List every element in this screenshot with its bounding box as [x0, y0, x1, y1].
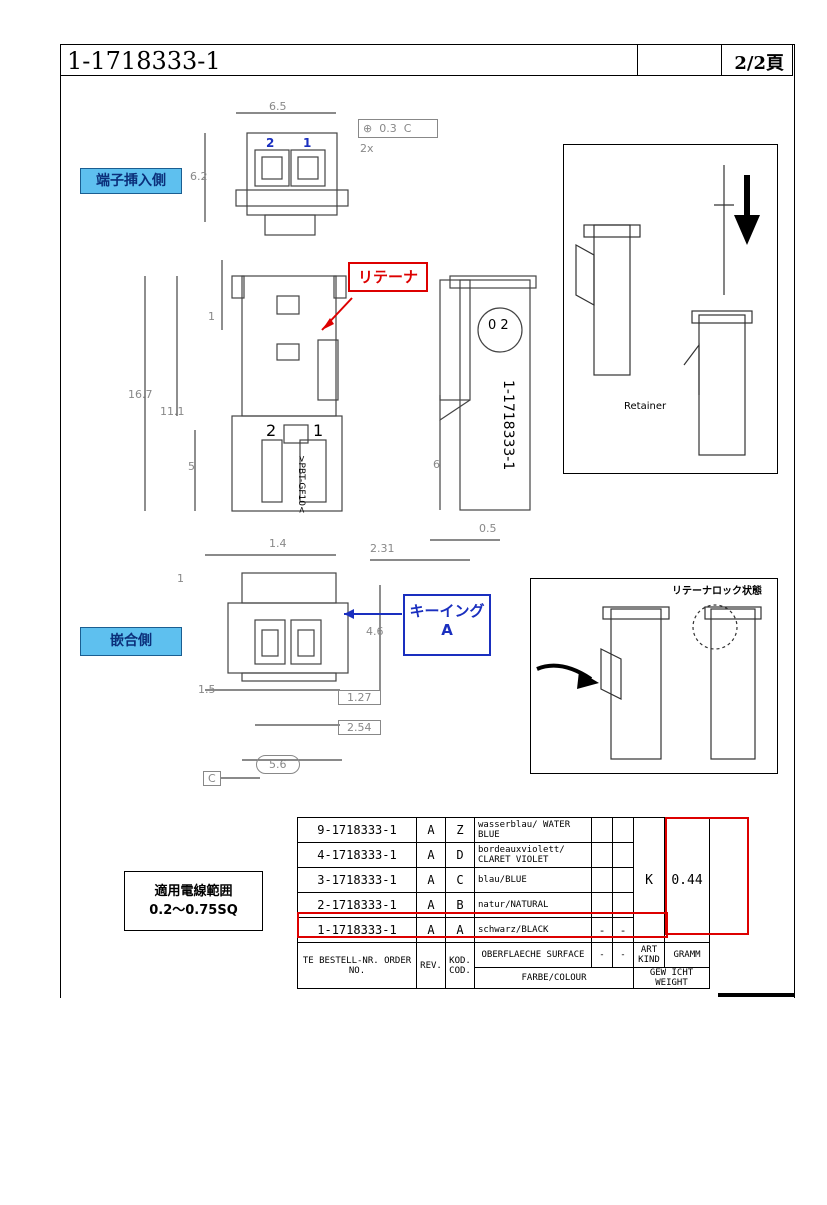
dim-mating-base: 1.5 [198, 683, 216, 696]
header-weight: GEW ICHT WEIGHT [633, 967, 710, 989]
part-number-title: 1-1718333-1 [67, 47, 221, 75]
kod: A [445, 917, 475, 943]
art-kind: K [633, 817, 665, 943]
colour: blau/BLUE [474, 867, 592, 893]
order-no: 9-1718333-1 [297, 817, 417, 843]
table-row: 9-1718333-1 A Z wasserblau/ WATER BLUE K… [297, 817, 710, 943]
retainer-lock-illustration: リテーナロック状態 [530, 578, 778, 774]
mating-side-label: 嵌合側 [80, 627, 182, 656]
header-surface: OBERFLAECHE SURFACE [474, 942, 592, 968]
cavity-2-label: 2 [266, 136, 275, 150]
dim-lip: 1 [208, 310, 215, 323]
rev: A [416, 892, 446, 918]
wire-range-title: 適用電線範囲 [154, 884, 233, 899]
header-order-no: TE BESTELL-NR. ORDER NO. [297, 942, 417, 989]
wire-range-value: 0.2〜0.75SQ [149, 903, 238, 918]
retainer-callout: リテーナ [348, 262, 428, 292]
gdt-tolerance: 0.3 [379, 122, 397, 135]
surface-2 [612, 817, 634, 843]
rev: A [416, 867, 446, 893]
surface-2 [612, 867, 634, 893]
header-gramm: GRAMM [664, 942, 710, 968]
surface-2: - [612, 917, 634, 943]
retainer-lock-figure [536, 604, 762, 760]
title-cell-small [721, 45, 734, 75]
terminal-insert-side-label: 端子挿入側 [80, 168, 182, 194]
dim-key-width: 1.4 [269, 537, 287, 550]
side-part-mark: 1-1718333-1 [500, 380, 516, 471]
gdt-position-icon: ⊕ [363, 122, 373, 135]
colour: natur/NATURAL [474, 892, 592, 918]
surface-1 [591, 817, 613, 843]
dim-side-6: 6 [433, 458, 440, 471]
title-block: 1-1718333-1 2/2頁 [60, 44, 793, 76]
colour: bordeauxviolett/ CLARET VIOLET [474, 842, 592, 868]
order-no: 4-1718333-1 [297, 842, 417, 868]
keying-code: A [441, 621, 453, 639]
rev: A [416, 817, 446, 843]
surface-1: - [591, 917, 613, 943]
retainer-insert-figure [575, 165, 760, 456]
kod: Z [445, 817, 475, 843]
weight-value: 0.44 [664, 817, 710, 943]
gdt-datum: C [403, 122, 412, 135]
header-art: ART KIND [633, 942, 665, 968]
retainer-lock-caption: リテーナロック状態 [672, 586, 762, 597]
header-colour: FARBE/COLOUR [474, 967, 634, 989]
dim-mating-height: 4.6 [366, 625, 384, 638]
surface-2 [612, 892, 634, 918]
title-cell [637, 45, 721, 75]
wire-range-box: 適用電線範囲 0.2〜0.75SQ [124, 871, 263, 931]
rev: A [416, 842, 446, 868]
retainer-caption: Retainer [624, 401, 667, 412]
dim-pitch-2-54: 2.54 [338, 720, 381, 735]
table-header-row: TE BESTELL-NR. ORDER NO. REV. KOD. COD. … [297, 942, 710, 989]
colour: schwarz/BLACK [474, 917, 592, 943]
table-row-selected: 1-1718333-1 A A schwarz/BLACK - - [297, 917, 710, 943]
dim-overall-5-6: 5.6 [256, 755, 300, 774]
keying-label: キーイング [409, 602, 485, 620]
dim-side-0-5: 0.5 [479, 522, 497, 535]
surface-2 [612, 842, 634, 868]
dim-body-length: 11.1 [160, 405, 185, 418]
order-no: 2-1718333-1 [297, 892, 417, 918]
pos-note: 2x [360, 142, 374, 155]
date-dial: 0 2 [488, 318, 509, 333]
page-number: 2/2頁 [734, 53, 784, 74]
dim-total-length: 16.7 [128, 388, 153, 401]
dim-pitch-1-27: 1.27 [338, 690, 381, 705]
header-rev: REV. [416, 942, 446, 989]
surface-1 [591, 892, 613, 918]
dim-width: 6.5 [269, 100, 287, 113]
footer-bar [718, 993, 794, 997]
keying-callout: キーイング A [403, 594, 491, 656]
terminal-mark-1: 1 [313, 421, 324, 440]
terminal-mark-2: 2 [266, 421, 277, 440]
surface-1 [591, 842, 613, 868]
dim-side-2-31: 2.31 [370, 542, 395, 555]
surface-1 [591, 867, 613, 893]
order-table: 9-1718333-1 A Z wasserblau/ WATER BLUE K… [297, 817, 710, 989]
header-surface-1: - [591, 942, 613, 968]
rev: A [416, 917, 446, 943]
colour: wasserblau/ WATER BLUE [474, 817, 592, 843]
order-no: 3-1718333-1 [297, 867, 417, 893]
material-mark: >PBT-GF10< [296, 455, 306, 514]
datum-c-box: C [203, 771, 221, 786]
header-surface-2: - [612, 942, 634, 968]
cavity-1-label: 1 [303, 136, 312, 150]
kod: D [445, 842, 475, 868]
dim-key-height: 1 [177, 572, 184, 585]
kod: C [445, 867, 475, 893]
table-header-row-2: FARBE/COLOUR GEW ICHT WEIGHT [298, 967, 710, 989]
header-kod: KOD. COD. [445, 942, 475, 989]
dim-height: 6.2 [190, 170, 208, 183]
retainer-insert-illustration: Retainer [563, 144, 778, 474]
gdt-frame: ⊕ 0.3 C [358, 119, 438, 138]
kod: B [445, 892, 475, 918]
order-no: 1-1718333-1 [297, 917, 417, 943]
dim-base-length: 5 [188, 460, 195, 473]
